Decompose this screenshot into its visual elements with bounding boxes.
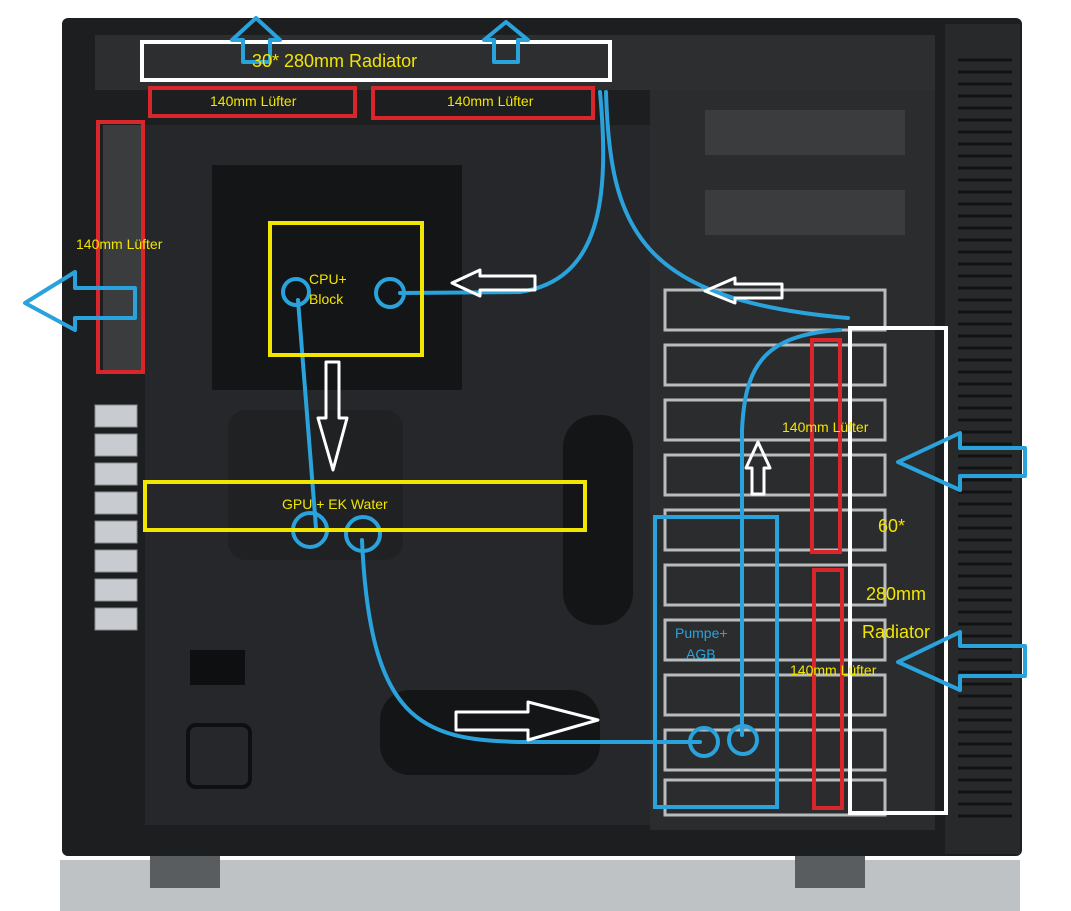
flow-arrow-pump-up [744, 440, 772, 496]
gpu-block-box [143, 480, 587, 532]
front-radiator-box [848, 326, 948, 815]
flow-arrow-cpu-to-gpu [316, 360, 349, 472]
io-shield-slot [190, 650, 245, 685]
airflow-arrow-top-left [230, 16, 282, 64]
pump-fitting-in [688, 726, 720, 758]
pump-fitting-out [727, 724, 759, 756]
tube-front-to-pump [740, 328, 842, 737]
flow-arrow-to-cpu [450, 268, 537, 298]
tube-cpu-to-gpu [296, 298, 318, 530]
tube-radiator-to-cpu [398, 90, 606, 295]
gpu-block-label: GPU + EK Water [282, 496, 388, 512]
cpu-block-box [268, 221, 424, 357]
front-radiator-label-1: 60* [878, 516, 906, 536]
pump-label-1: Pumpe+ [675, 625, 728, 641]
rear-fan-label: 140mm Lüfter [76, 236, 163, 252]
cpu-fitting-out [281, 277, 311, 307]
pump-label-2: AGB [686, 646, 716, 662]
gpu-fitting-out [344, 515, 382, 553]
top-fan-left-label: 140mm Lüfter [210, 93, 297, 109]
rear-fan-mount [103, 125, 141, 370]
case-front-panel [945, 24, 1020, 854]
cpu-block-label-2: Block [309, 291, 344, 307]
front-fan-lower-box [812, 568, 844, 810]
flow-arrow-to-pump [454, 700, 600, 742]
tube-radiator-to-front [604, 90, 850, 320]
front-fan-upper-box [810, 338, 842, 554]
front-fan-upper-label: 140mm Lüfter [782, 419, 869, 435]
optical-bay-1 [705, 110, 905, 155]
tube-fittings [281, 277, 759, 758]
airflow-arrow-top-right [482, 20, 530, 64]
top-fan-left-box [148, 86, 357, 118]
airflow-arrow-rear [23, 270, 137, 332]
bottom-cutout [380, 690, 600, 775]
airflow-arrow-front-lower [896, 630, 1027, 692]
airflow-arrow-front-upper [896, 431, 1027, 492]
tray-square-cutout [186, 723, 252, 789]
front-fan-lower-label: 140mm Lüfter [790, 662, 877, 678]
cable-grommet [563, 415, 633, 625]
cpu-fitting-in [374, 277, 406, 309]
tray-cutout-lower [228, 410, 403, 560]
front-radiator-label-3: Radiator [862, 622, 931, 642]
top-radiator-box [140, 40, 612, 82]
tube-gpu-to-pump [360, 538, 702, 744]
cpu-block-label-1: CPU+ [309, 271, 347, 287]
rear-fan-box [96, 120, 145, 374]
optical-bay-2 [705, 190, 905, 235]
top-radiator-label: 30* 280mm Radiator [252, 51, 418, 71]
front-radiator-label-2: 280mm [866, 584, 927, 604]
front-vent-slots [958, 58, 1012, 818]
pump-reservoir-box [653, 515, 779, 809]
flow-arrow-drive-bay [703, 276, 784, 305]
top-fan-right-label: 140mm Lüfter [447, 93, 534, 109]
water-tubes [296, 90, 850, 744]
top-fan-right-box [371, 86, 595, 120]
pci-expansion-slots [94, 404, 138, 631]
